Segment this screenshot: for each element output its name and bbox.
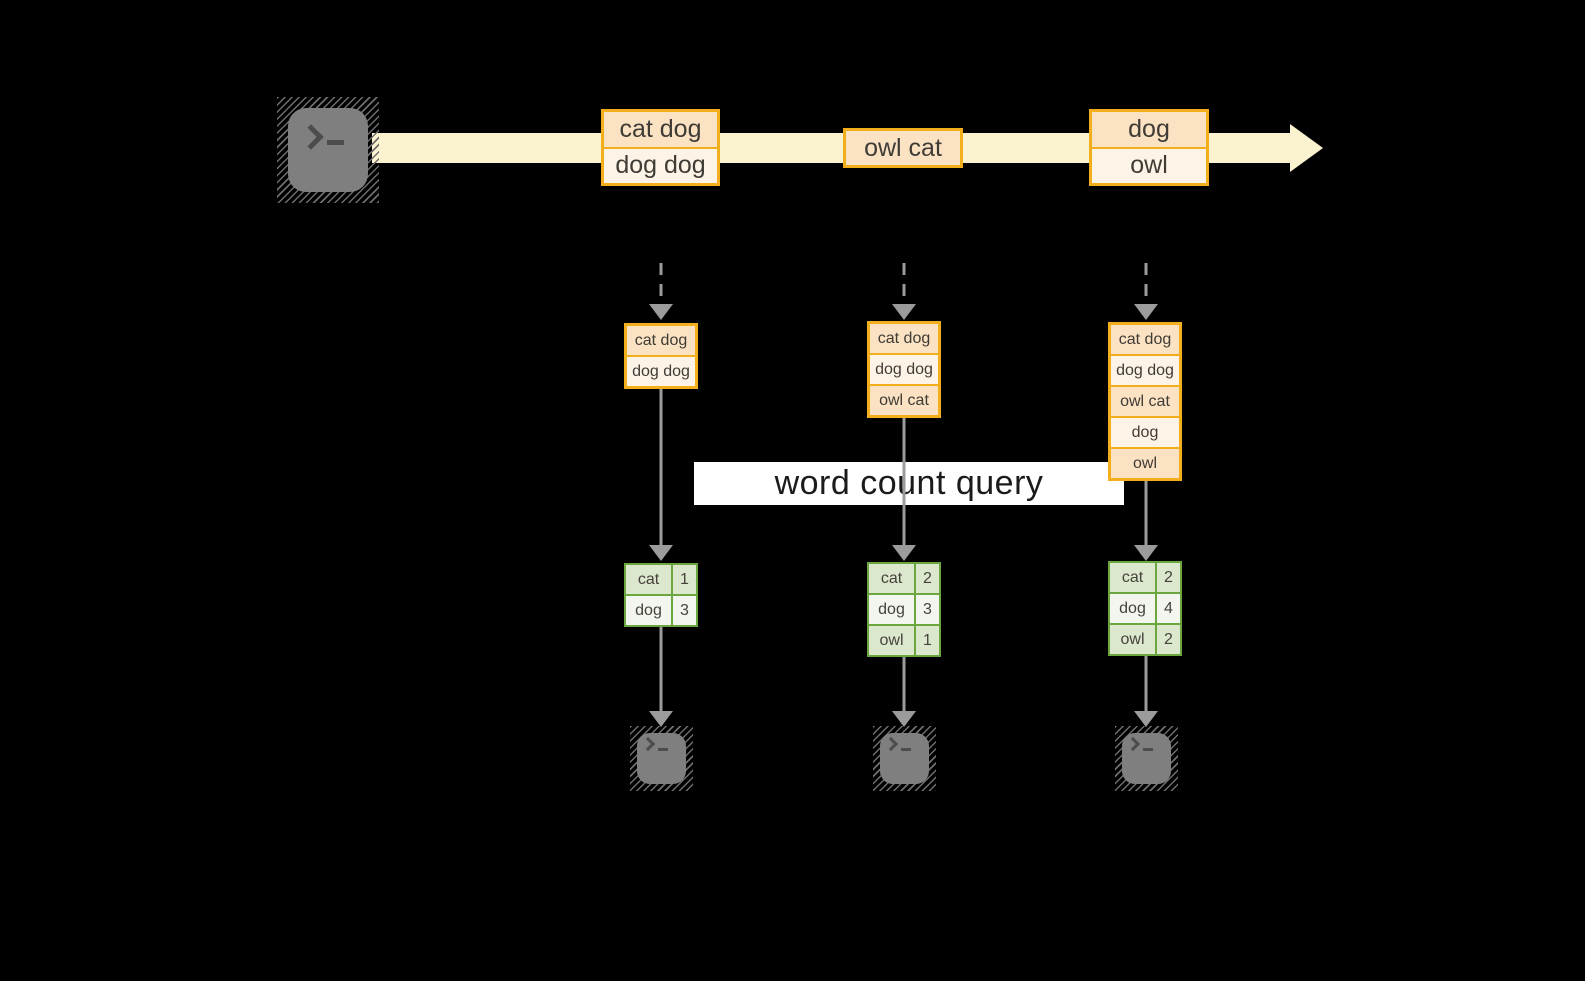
- count-cell: 2: [1157, 563, 1180, 592]
- buffer-line: owl cat: [870, 386, 938, 415]
- stream-event-line: dog: [1092, 112, 1206, 147]
- count-cell: 3: [673, 596, 696, 625]
- query-label-band: word count query: [694, 462, 1124, 505]
- query-arrow-shaft: [902, 418, 906, 545]
- terminal-prompt-underscore-icon: [1143, 748, 1153, 751]
- dashed-arrowhead-icon: [892, 304, 916, 320]
- query-arrow-shaft: [1144, 481, 1148, 545]
- dashed-arrowhead-icon: [1134, 304, 1158, 320]
- query-arrowhead-icon: [892, 545, 916, 561]
- output-arrow-shaft: [1144, 656, 1148, 711]
- word-cell: cat: [869, 564, 914, 593]
- count-cell: 2: [916, 564, 939, 593]
- stream-event-box: owl cat: [843, 128, 963, 168]
- output-arrowhead-icon: [649, 711, 673, 727]
- dashed-arrow-shaft: [1144, 263, 1148, 305]
- terminal-prompt-underscore-icon: [327, 140, 344, 145]
- word-count-table: cat 2 dog 4 owl 2: [1108, 561, 1182, 656]
- count-cell: 2: [1157, 625, 1180, 654]
- word-cell: cat: [626, 565, 671, 594]
- buffer-line: owl cat: [1111, 387, 1179, 416]
- record-buffer-box: cat dog dog dog: [624, 323, 698, 389]
- stream-event-line: cat dog: [604, 112, 717, 147]
- output-terminal-icon: [630, 726, 693, 791]
- word-cell: owl: [1110, 625, 1155, 654]
- terminal-screen: [880, 733, 929, 784]
- query-arrowhead-icon: [1134, 545, 1158, 561]
- stream-event-line: dog dog: [604, 148, 717, 183]
- output-terminal-icon: [1115, 726, 1178, 791]
- count-cell: 3: [916, 595, 939, 624]
- dashed-arrow-shaft: [902, 263, 906, 305]
- terminal-prompt-underscore-icon: [901, 748, 911, 751]
- output-arrowhead-icon: [1134, 711, 1158, 727]
- stream-event-line: owl cat: [846, 131, 960, 165]
- output-arrowhead-icon: [892, 711, 916, 727]
- query-label: word count query: [774, 464, 1044, 502]
- word-cell: dog: [869, 595, 914, 624]
- source-terminal-icon: [277, 97, 379, 203]
- word-cell: cat: [1110, 563, 1155, 592]
- dashed-arrowhead-icon: [649, 304, 673, 320]
- record-buffer-box: cat dog dog dog owl cat: [867, 321, 941, 418]
- terminal-screen: [1122, 733, 1171, 784]
- stream-event-line: owl: [1092, 148, 1206, 183]
- output-arrow-shaft: [902, 657, 906, 711]
- buffer-line: cat dog: [870, 324, 938, 353]
- record-buffer-box: cat dog dog dog owl cat dog owl: [1108, 322, 1182, 481]
- buffer-line: owl: [1111, 449, 1179, 478]
- word-count-table: cat 1 dog 3: [624, 563, 698, 627]
- terminal-screen: [637, 733, 686, 784]
- buffer-line: dog dog: [870, 355, 938, 384]
- buffer-line: cat dog: [627, 326, 695, 355]
- buffer-line: dog: [1111, 418, 1179, 447]
- output-arrow-shaft: [659, 627, 663, 711]
- terminal-prompt-underscore-icon: [658, 748, 668, 751]
- buffer-line: dog dog: [627, 357, 695, 386]
- count-cell: 1: [673, 565, 696, 594]
- word-cell: dog: [1110, 594, 1155, 623]
- query-arrow-shaft: [659, 389, 663, 545]
- word-cell: owl: [869, 626, 914, 655]
- buffer-line: dog dog: [1111, 356, 1179, 385]
- stream-event-box: cat dog dog dog: [601, 109, 720, 186]
- dashed-arrow-shaft: [659, 263, 663, 305]
- word-count-table: cat 2 dog 3 owl 1: [867, 562, 941, 657]
- word-cell: dog: [626, 596, 671, 625]
- terminal-screen: [288, 108, 368, 192]
- query-arrowhead-icon: [649, 545, 673, 561]
- buffer-line: cat dog: [1111, 325, 1179, 354]
- stream-event-box: dog owl: [1089, 109, 1209, 186]
- stream-arrowhead-icon: [1290, 124, 1323, 172]
- count-cell: 4: [1157, 594, 1180, 623]
- output-terminal-icon: [873, 726, 936, 791]
- count-cell: 1: [916, 626, 939, 655]
